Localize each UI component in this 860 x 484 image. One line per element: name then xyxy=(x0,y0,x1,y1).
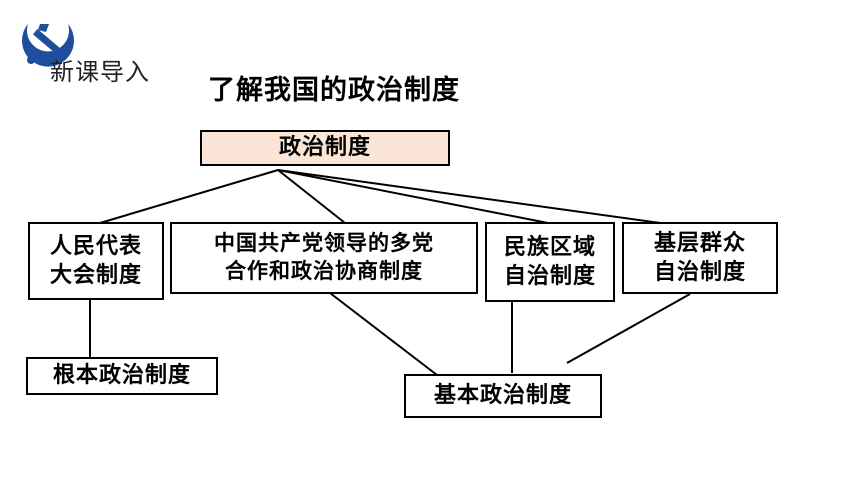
node-ethnic-autonomy-system: 民族区域 自治制度 xyxy=(485,222,615,302)
node-grassroots-autonomy-system: 基层群众 自治制度 xyxy=(622,222,778,294)
line-root-cpc xyxy=(277,169,346,224)
party-emblem-icon xyxy=(22,24,75,67)
line-root-ethnic xyxy=(277,169,549,224)
ethnic-line1: 民族区域 xyxy=(503,234,596,260)
ethnic-line2: 自治制度 xyxy=(503,264,596,289)
node-npc-system: 人民代表 大会制度 xyxy=(28,222,164,300)
line-grassroots-basic xyxy=(566,293,691,364)
fundamental-system-node: 根本政治制度 xyxy=(26,357,218,395)
page-title: 了解我国的政治制度 xyxy=(208,75,460,106)
root-label: 政治制度 xyxy=(278,135,371,161)
npc-line1: 人民代表 xyxy=(49,233,142,259)
line-cpc-basic xyxy=(329,292,438,376)
cpc-line2: 合作和政治协商制度 xyxy=(225,259,423,283)
cpc-line1: 中国共产党领导的多党 xyxy=(214,231,434,256)
grassroots-line2: 自治制度 xyxy=(653,260,746,285)
npc-line2: 大会制度 xyxy=(49,263,142,288)
grassroots-line1: 基层群众 xyxy=(653,230,746,256)
basic-label: 基本政治制度 xyxy=(433,383,572,409)
node-cpc-cooperation-system: 中国共产党领导的多党 合作和政治协商制度 xyxy=(170,222,478,294)
root-node: 政治制度 xyxy=(200,130,450,166)
fundamental-label: 根本政治制度 xyxy=(52,363,191,389)
section-label: 新课导入 xyxy=(50,58,150,86)
line-root-npc xyxy=(99,169,279,224)
basic-system-node: 基本政治制度 xyxy=(404,374,602,418)
line-root-grassroots xyxy=(277,169,676,226)
